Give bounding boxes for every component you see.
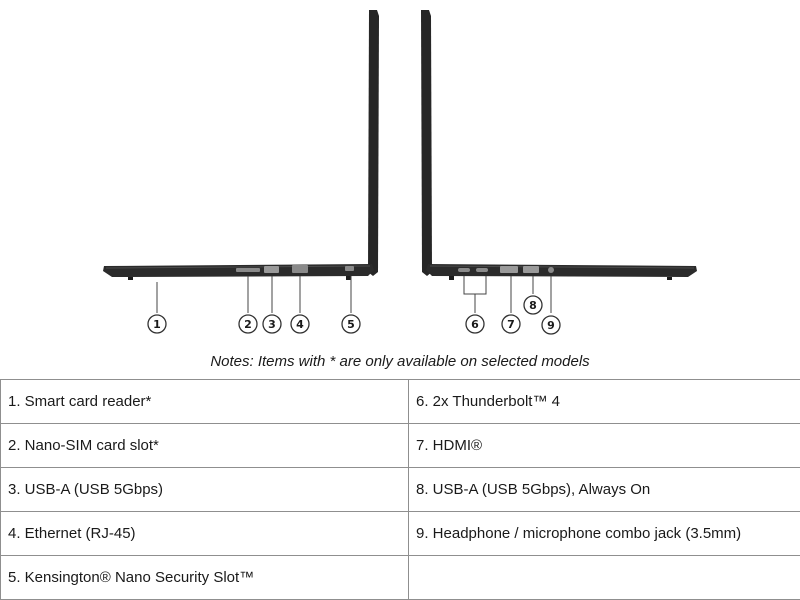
callout-number-2: 2 [244, 318, 252, 331]
empty-cell [408, 555, 800, 600]
port-cell: 5. Kensington® Nano Security Slot™ [0, 555, 409, 600]
laptop-left-side-view [103, 10, 379, 280]
laptop-right-side-view [421, 10, 697, 280]
thunderbolt-port-1 [458, 268, 470, 272]
ethernet-port [292, 265, 308, 273]
models-note: Notes: Items with * are only available o… [210, 353, 590, 370]
laptop-side-views-figure: 1 2 3 4 5 6 7 89 [103, 10, 697, 335]
callout-circle-2 [238, 314, 258, 334]
smart-card-reader-port [236, 268, 260, 272]
hdmi-port [500, 266, 518, 273]
callout-markers: 1 2 3 4 5 6 7 89 [147, 295, 561, 335]
thunderbolt-port-2 [476, 268, 488, 272]
callout-circle-7 [501, 314, 521, 334]
usb-a-port-right [523, 266, 539, 273]
callout-number-9: 9 [547, 319, 555, 332]
port-cell: 1. Smart card reader* [0, 379, 409, 424]
right-view-lid [421, 10, 432, 276]
left-view-foot [128, 277, 133, 280]
callout-number-3: 3 [268, 318, 276, 331]
port-cell: 7. HDMI® [408, 423, 800, 468]
right-view-foot-front [449, 276, 454, 280]
port-spec-table: 1. Smart card reader* 6. 2x Thunderbolt™… [0, 379, 800, 600]
table-row: 1. Smart card reader* 6. 2x Thunderbolt™… [0, 379, 800, 424]
port-cell: 6. 2x Thunderbolt™ 4 [408, 379, 800, 424]
callout-circle-9 [541, 315, 561, 335]
callout-number-5: 5 [347, 318, 355, 331]
right-view-foot [667, 277, 672, 280]
port-cell: 2. Nano-SIM card slot* [0, 423, 409, 468]
callout-number-7: 7 [507, 318, 515, 331]
callout-circle-4 [290, 314, 310, 334]
table-row: 3. USB-A (USB 5Gbps) 8. USB-A (USB 5Gbps… [0, 467, 800, 512]
callout-circle-1 [147, 314, 167, 334]
callout-circle-8 [523, 295, 543, 315]
table-row: 4. Ethernet (RJ-45) 9. Headphone / micro… [0, 511, 800, 556]
port-cell: 9. Headphone / microphone combo jack (3.… [408, 511, 800, 556]
left-view-lid [368, 10, 379, 276]
callout-number-4: 4 [296, 318, 304, 331]
callout-number-8: 8 [529, 299, 537, 312]
kensington-slot [345, 266, 354, 271]
callout-circle-6 [465, 314, 485, 334]
port-cell: 3. USB-A (USB 5Gbps) [0, 467, 409, 512]
port-cell: 8. USB-A (USB 5Gbps), Always On [408, 467, 800, 512]
port-cell: 4. Ethernet (RJ-45) [0, 511, 409, 556]
left-view-foot-rear [346, 276, 351, 280]
callout-number-1: 1 [153, 318, 161, 331]
audio-jack [548, 267, 554, 273]
callout-leader-lines [156, 276, 552, 313]
callout-circle-5 [341, 314, 361, 334]
usb-a-port-left [264, 266, 279, 273]
table-row: 2. Nano-SIM card slot* 7. HDMI® [0, 423, 800, 468]
table-row: 5. Kensington® Nano Security Slot™ [0, 555, 800, 600]
callout-number-6: 6 [471, 318, 479, 331]
callout-circle-3 [262, 314, 282, 334]
